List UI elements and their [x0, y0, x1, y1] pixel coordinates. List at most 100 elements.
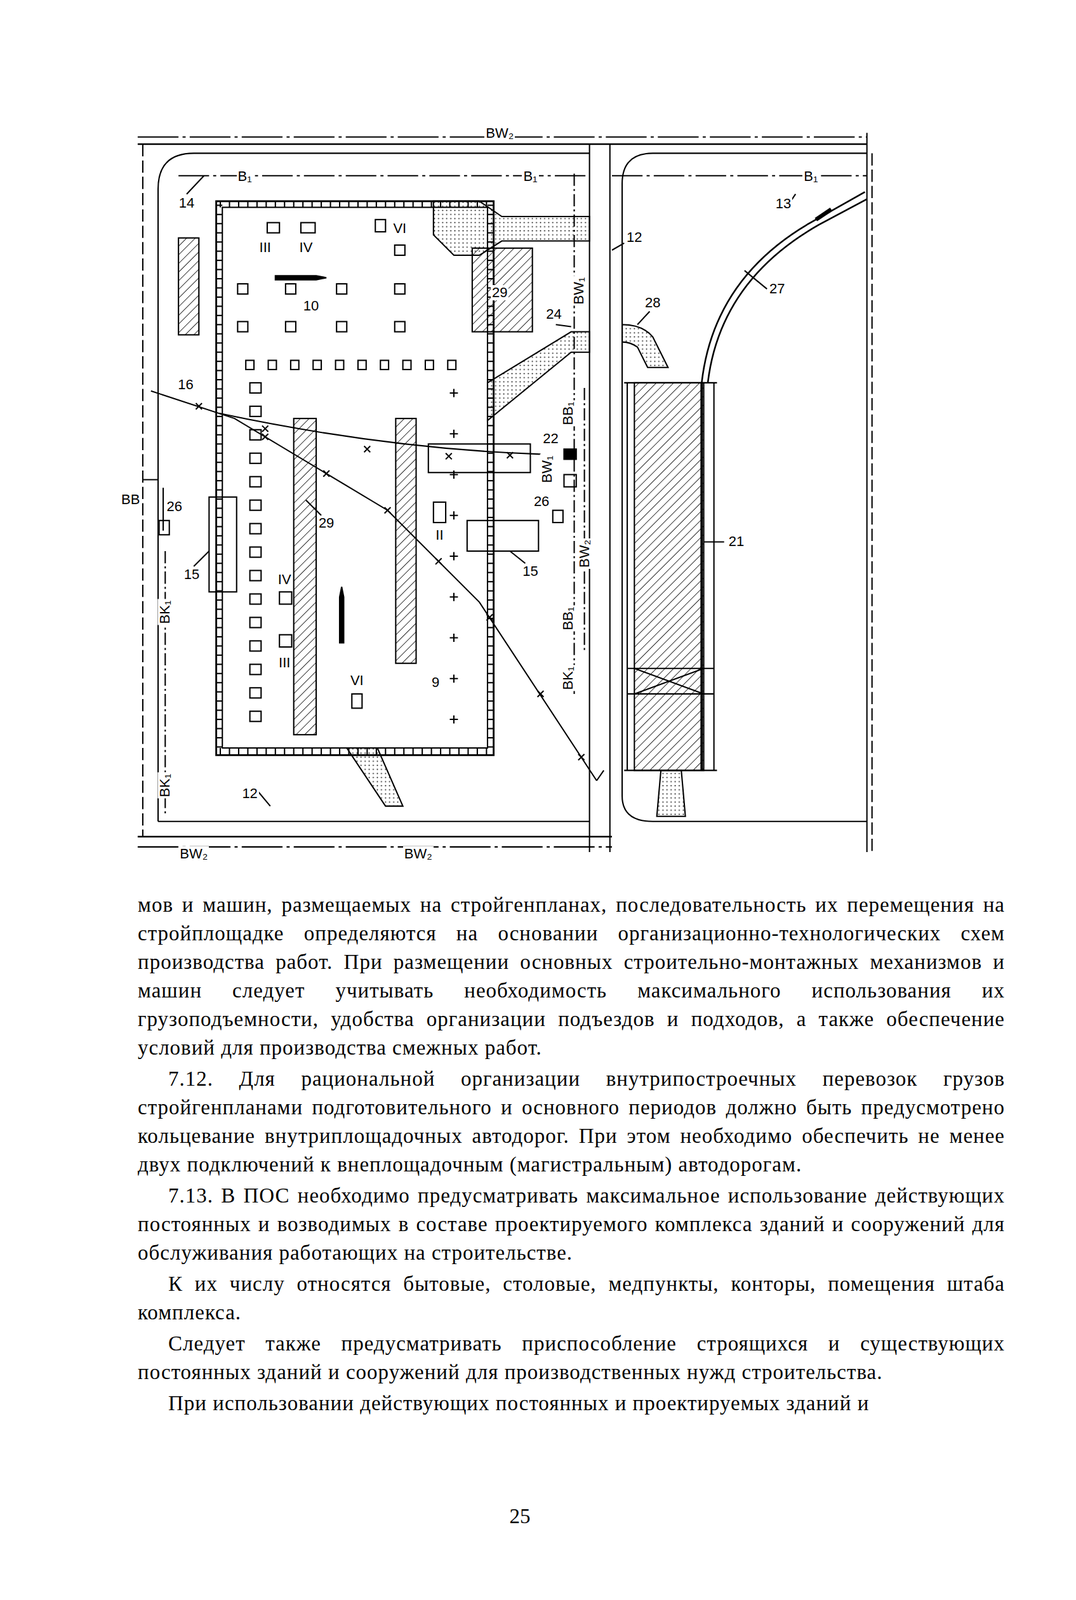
fence-tick: [216, 626, 223, 628]
fence-tick: [238, 747, 240, 755]
fence-tick: [216, 333, 223, 335]
fence-tick: [216, 286, 223, 289]
site-fence: [216, 201, 494, 755]
x-mark: [195, 403, 202, 410]
buildings: [178, 238, 704, 771]
fence-tick: [216, 269, 223, 271]
fence-tick: [403, 201, 405, 208]
fence-tick: [487, 663, 494, 665]
fence-tick: [487, 644, 494, 647]
fence-tick: [246, 201, 249, 208]
callout-number: BK₁: [157, 772, 173, 799]
fence-tick: [274, 747, 277, 755]
storage-square: [250, 570, 262, 581]
fence-tick: [487, 571, 494, 574]
fence-tick: [216, 498, 223, 500]
fence-tick: [487, 452, 494, 454]
fence-tick: [216, 737, 223, 739]
x-mark: [262, 433, 269, 440]
storage-square: [250, 547, 262, 558]
fence-tick: [216, 397, 223, 399]
plus-mark: [450, 674, 459, 683]
storage-square: [312, 360, 322, 370]
storage-square: [250, 593, 262, 604]
fence-tick: [216, 636, 223, 638]
x-mark: [486, 614, 493, 621]
fence-tick: [216, 360, 223, 362]
storage-square: [237, 321, 248, 332]
paragraph: 7.13. В ПОС необходимо предусматривать м…: [137, 1181, 1005, 1268]
callout-number: II: [434, 527, 445, 543]
fence-tick: [487, 544, 494, 546]
fence-tick: [216, 461, 223, 463]
fence-tick: [448, 201, 451, 208]
fence-tick: [448, 747, 451, 755]
paragraph: К их числу относятся бытовые, столовые, …: [137, 1269, 1005, 1327]
fence-tick: [357, 747, 359, 755]
callout-number: BK₁: [560, 665, 576, 692]
fence-tick: [265, 747, 267, 755]
callout-number: 28: [643, 295, 662, 311]
callout-number: 15: [521, 563, 539, 579]
fence-tick: [216, 471, 223, 473]
storage-square: [250, 710, 262, 722]
storage-square: [250, 523, 262, 534]
x-mark: [435, 557, 442, 565]
fence-tick: [216, 727, 223, 729]
callout-number: BW₂: [178, 846, 209, 862]
fence-tick: [421, 201, 423, 208]
plus-mark: [450, 715, 459, 724]
fence-tick: [487, 672, 494, 675]
fence-tick: [216, 342, 223, 344]
plus-mark: [450, 429, 459, 439]
fence-tick: [216, 599, 223, 601]
fence-tick: [216, 553, 223, 555]
storage-square: [250, 640, 262, 651]
callout-number: VI: [391, 220, 408, 237]
plus-mark: [450, 592, 459, 602]
fence-tick: [366, 201, 368, 208]
fence-tick: [357, 201, 359, 208]
fence-tick: [216, 424, 223, 426]
fence-tick: [476, 747, 479, 755]
fence-tick: [216, 544, 223, 546]
fence-tick: [487, 636, 494, 638]
callout-number: 26: [532, 493, 551, 510]
paragraph: При использовании действующих постоянных…: [137, 1388, 1005, 1418]
fence-tick: [487, 727, 494, 729]
fence-tick: [487, 397, 494, 399]
fence-tick: [487, 507, 494, 509]
fence-tick: [487, 718, 494, 720]
fence-tick: [394, 747, 396, 755]
callout-number: BW₁: [540, 454, 556, 485]
fence-tick: [375, 747, 378, 755]
callout-number: VI: [349, 672, 366, 689]
fence-tick: [338, 201, 341, 208]
x-mark: [506, 451, 513, 459]
fence-tick: [216, 278, 223, 280]
fence-tick: [216, 535, 223, 537]
fence-tick: [338, 747, 341, 755]
fence-tick: [487, 213, 494, 216]
fence-tick: [238, 201, 240, 208]
fence-tick: [216, 580, 223, 583]
fence-tick: [458, 201, 460, 208]
paragraph: Следует также предусматривать приспособл…: [137, 1329, 1005, 1387]
direction-arrows: [275, 275, 345, 643]
fence-tick: [216, 406, 223, 408]
fence-tick: [216, 241, 223, 243]
fence-tick: [216, 415, 223, 418]
storage-square: [447, 360, 456, 370]
fence-tick: [216, 562, 223, 564]
callout-number: BB: [119, 491, 141, 508]
fence-tick: [216, 351, 223, 353]
callout-number: 29: [317, 515, 336, 531]
crane-tracks: [208, 443, 539, 592]
storage-squares: [237, 245, 458, 724]
fence-tick: [216, 434, 223, 436]
storage-square: [394, 321, 406, 332]
callout-number: 21: [727, 533, 746, 550]
storage-square: [250, 500, 262, 511]
fence-tick: [216, 691, 223, 693]
storage-square: [380, 360, 389, 370]
